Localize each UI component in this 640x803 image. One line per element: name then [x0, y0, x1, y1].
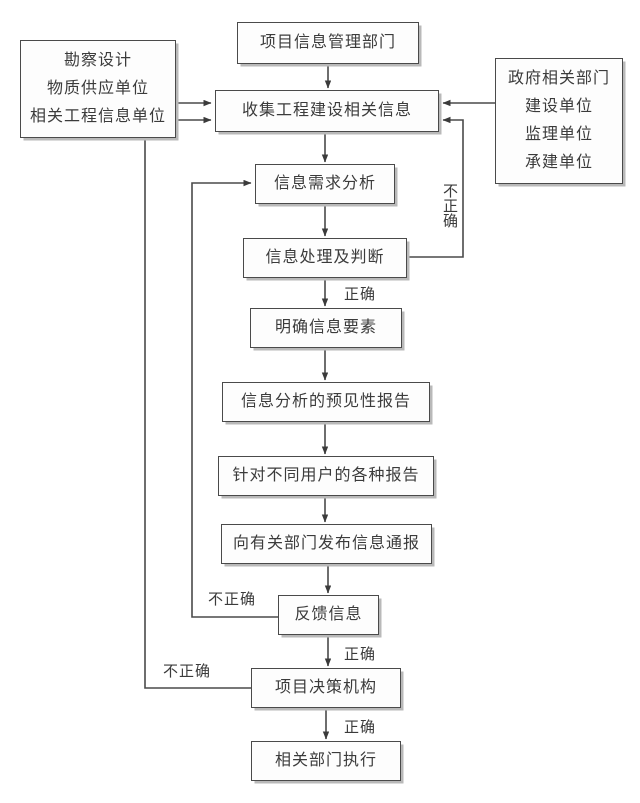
- node-label-line-1: 政府相关部门: [507, 70, 610, 87]
- node-collect-construction-info[interactable]: 收集工程建设相关信息: [215, 90, 439, 132]
- node-label: 项目信息管理部门: [259, 34, 396, 51]
- node-reports-for-users[interactable]: 针对不同用户的各种报告: [218, 456, 434, 496]
- node-info-demand-analysis[interactable]: 信息需求分析: [255, 164, 395, 204]
- node-label-line-2: 物质供应单位: [46, 80, 149, 97]
- node-clarify-info-elements[interactable]: 明确信息要素: [250, 308, 402, 348]
- node-label: 收集工程建设相关信息: [241, 102, 412, 119]
- edge-label-not-correct-feedback: 不正确: [208, 592, 257, 608]
- node-feedback-info[interactable]: 反馈信息: [278, 595, 379, 635]
- node-label-line-3: 相关工程信息单位: [29, 108, 166, 125]
- node-info-processing-judgement[interactable]: 信息处理及判断: [243, 238, 407, 278]
- node-label: 向有关部门发布信息通报: [232, 535, 420, 552]
- edge-label-not-correct-decision: 不正确: [163, 664, 212, 680]
- node-label-line-2: 建设单位: [524, 98, 593, 115]
- node-label: 反馈信息: [294, 606, 363, 623]
- node-label: 相关部门执行: [274, 752, 377, 769]
- edge-label-correct-process: 正确: [344, 287, 377, 303]
- node-right-source-units[interactable]: 政府相关部门 建设单位 监理单位 承建单位: [495, 58, 623, 184]
- edge-label-correct-decision: 正确: [344, 720, 377, 736]
- node-project-decision-body[interactable]: 项目决策机构: [251, 668, 401, 708]
- node-project-info-dept[interactable]: 项目信息管理部门: [237, 22, 419, 64]
- node-label-line-1: 勘察设计: [63, 52, 132, 69]
- edge-label-not-correct-right: 不正确: [441, 183, 457, 228]
- node-label-line-4: 承建单位: [524, 154, 593, 171]
- node-label: 信息处理及判断: [265, 249, 385, 266]
- node-label: 信息需求分析: [273, 175, 376, 192]
- node-publish-info-bulletin[interactable]: 向有关部门发布信息通报: [221, 524, 432, 564]
- node-label: 信息分析的预见性报告: [240, 393, 411, 410]
- edge-label-correct-feedback: 正确: [344, 647, 377, 663]
- node-label: 项目决策机构: [274, 679, 377, 696]
- node-label: 明确信息要素: [274, 319, 377, 336]
- node-left-source-units[interactable]: 勘察设计 物质供应单位 相关工程信息单位: [20, 40, 176, 138]
- node-label: 针对不同用户的各种报告: [232, 467, 420, 484]
- node-label-line-3: 监理单位: [524, 126, 593, 143]
- node-relevant-dept-execute[interactable]: 相关部门执行: [251, 741, 401, 781]
- node-predictive-analysis-report[interactable]: 信息分析的预见性报告: [222, 382, 430, 422]
